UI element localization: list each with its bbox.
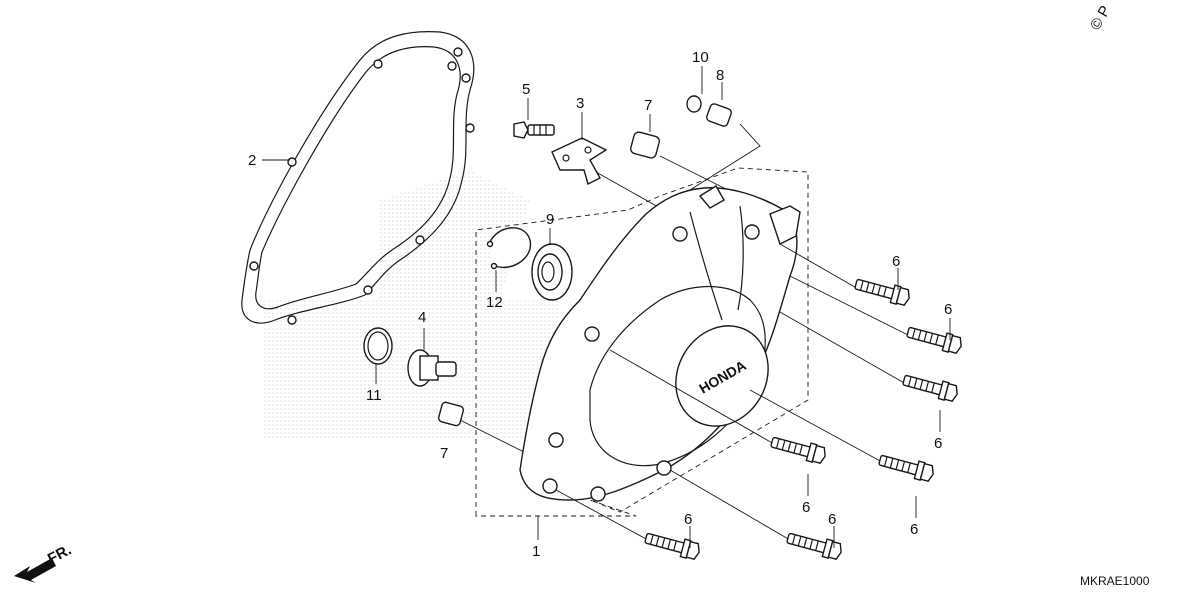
label-dowel-lower: 7: [440, 445, 448, 462]
gasket-outline: [241, 31, 475, 324]
washer: [686, 95, 702, 113]
dowel-top: [706, 103, 732, 127]
shaft-part: [407, 349, 457, 387]
label-bolt-4: 6: [802, 499, 810, 516]
label-shaft: 4: [418, 309, 426, 326]
label-o-ring: 11: [366, 387, 382, 404]
label-bolt-6: 6: [828, 511, 836, 528]
bolt-4: [768, 432, 829, 466]
label-bolt-3: 6: [934, 435, 942, 452]
circlip: [489, 227, 532, 269]
gasket-holes: [249, 47, 475, 325]
oil-seal: [531, 243, 573, 301]
assembly-outline: [475, 167, 809, 517]
label-bolt-7: 6: [684, 511, 692, 528]
label-bolt-2: 6: [944, 301, 952, 318]
label-dowel-top: 8: [716, 67, 724, 84]
label-bolt-5: 6: [910, 521, 918, 538]
dowel-lower: [437, 401, 465, 427]
bolt-7: [642, 528, 703, 562]
bracket: [551, 137, 608, 186]
label-seal: 9: [546, 211, 554, 228]
crankcase-cover: HONDA: [519, 185, 801, 502]
label-bolt-1: 6: [892, 253, 900, 270]
label-bolt-small: 5: [522, 81, 530, 98]
bolt-2: [904, 322, 965, 356]
label-dowel-upper: 7: [644, 97, 652, 114]
label-circlip: 12: [486, 294, 503, 311]
label-washer: 10: [692, 49, 709, 66]
front-arrow-icon: [14, 558, 56, 583]
label-bracket: 3: [576, 95, 584, 112]
bolt-small: [513, 121, 555, 139]
bolt-5: [876, 450, 937, 484]
copyright-mark: © P: [1087, 3, 1114, 33]
bolt-3: [900, 370, 961, 404]
diagram-code: MKRAE1000: [1080, 574, 1150, 588]
label-cover: 1: [532, 543, 540, 560]
bolt-6: [784, 528, 845, 562]
dowel-upper: [630, 131, 660, 159]
bolt-1: [852, 274, 913, 308]
label-gasket: 2: [248, 152, 256, 169]
